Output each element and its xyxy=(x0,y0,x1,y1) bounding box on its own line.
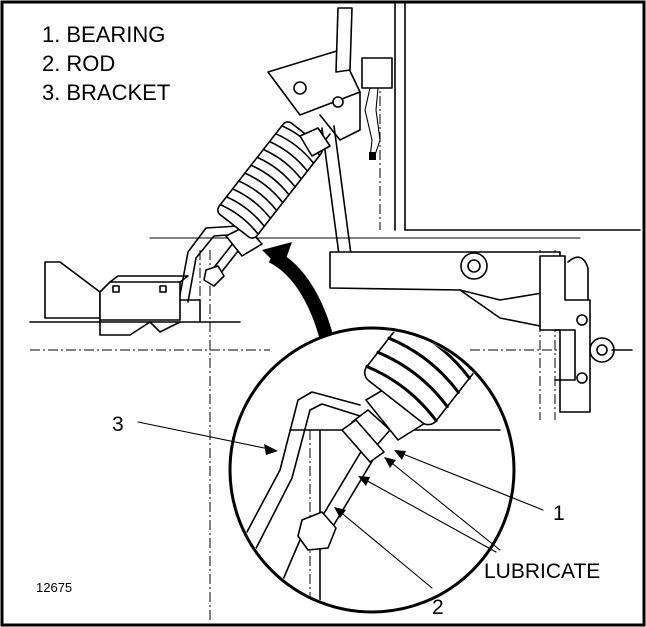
spring-assembly xyxy=(203,121,331,287)
figure-id: 12675 xyxy=(36,580,72,595)
detail-arrow xyxy=(262,242,337,354)
parts-legend: 1.BEARING 2.ROD 3.BRACKET xyxy=(42,22,170,105)
machine-frame-drawing xyxy=(29,3,641,620)
callout-lubricate: LUBRICATE xyxy=(484,560,600,583)
callout-bearing: 1 xyxy=(553,502,565,525)
legend-item-3: 3.BRACKET xyxy=(42,80,170,105)
leader-lines xyxy=(137,421,544,589)
magnified-detail xyxy=(228,326,516,614)
callout-bracket: 3 xyxy=(112,413,124,436)
callout-rod: 2 xyxy=(432,596,444,619)
legend-item-1: 1.BEARING xyxy=(42,22,165,47)
legend-item-2: 2.ROD xyxy=(42,51,115,76)
